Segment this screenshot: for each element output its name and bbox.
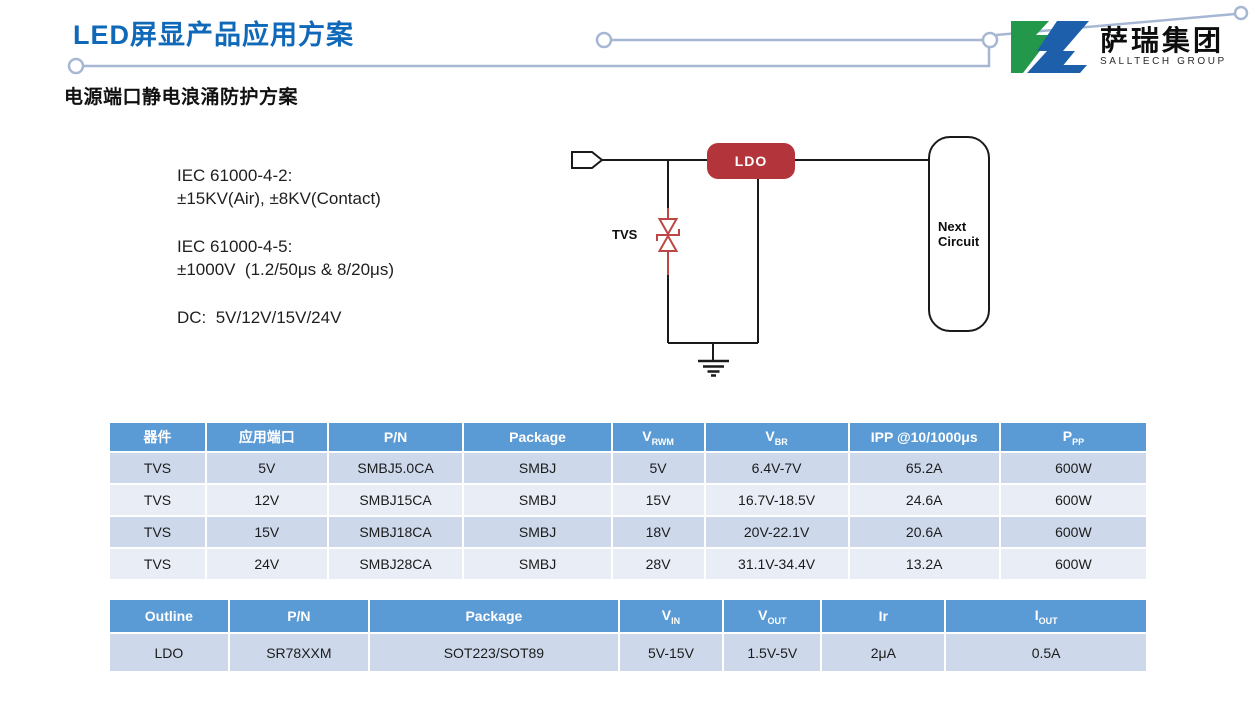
table-cell: 5V <box>612 453 704 483</box>
table-cell: TVS <box>110 517 206 547</box>
column-header: VIN <box>619 600 723 632</box>
logo-company-name-cn: 萨瑞集团 <box>1100 25 1225 56</box>
logo-text: 萨瑞集团 SALLTECH GROUP <box>1100 26 1227 68</box>
table-cell: 6.4V-7V <box>705 453 848 483</box>
column-header: VRWM <box>612 423 704 451</box>
table-cell: 600W <box>1000 549 1146 579</box>
column-header: Outline <box>110 600 228 632</box>
decor-node <box>595 31 613 49</box>
table-cell: 600W <box>1000 453 1146 483</box>
table-cell: 5V <box>207 453 327 483</box>
table-cell: 600W <box>1000 517 1146 547</box>
table-cell: SMBJ15CA <box>328 485 463 515</box>
esd-spec: IEC 61000-4-2: ±15KV(Air), ±8KV(Contact) <box>177 164 394 210</box>
column-header: IOUT <box>946 600 1146 632</box>
column-header: Package <box>464 423 611 451</box>
table-cell: 31.1V-34.4V <box>705 549 848 579</box>
spec-text-block: IEC 61000-4-2:±15KV(Air), ±8KV(Contact) … <box>177 164 394 354</box>
column-header: P/N <box>229 600 368 632</box>
table-cell: 0.5A <box>946 634 1146 671</box>
table-cell: 13.2A <box>849 549 999 579</box>
table-cell: SMBJ18CA <box>328 517 463 547</box>
ldo-block: LDO <box>707 143 795 179</box>
column-header: IPP @10/1000μs <box>849 423 999 451</box>
column-header: 应用端口 <box>207 423 327 451</box>
table-cell: 2μA <box>822 634 945 671</box>
logo-glyph-icon <box>1011 21 1089 73</box>
table-cell: LDO <box>110 634 228 671</box>
table-cell: SOT223/SOT89 <box>369 634 618 671</box>
table-cell: SMBJ <box>464 517 611 547</box>
esd-spec-title: IEC 61000-4-2: <box>177 166 293 185</box>
table-cell: 20.6A <box>849 517 999 547</box>
table-cell: SMBJ28CA <box>328 549 463 579</box>
tvs-label: TVS <box>612 227 638 242</box>
table-cell: TVS <box>110 453 206 483</box>
decor-node <box>1233 5 1249 21</box>
column-header: 器件 <box>110 423 206 451</box>
decor-node <box>67 57 85 75</box>
column-header: Ir <box>822 600 945 632</box>
table-cell: 5V-15V <box>619 634 723 671</box>
table-cell: 15V <box>207 517 327 547</box>
dc-spec: DC: 5V/12V/15V/24V <box>177 306 394 329</box>
table-cell: 15V <box>612 485 704 515</box>
surge-spec-value: ±1000V (1.2/50μs & 8/20μs) <box>177 260 394 279</box>
table-cell: TVS <box>110 485 206 515</box>
table-cell: 1.5V-5V <box>724 634 821 671</box>
table-cell: 12V <box>207 485 327 515</box>
column-header: VOUT <box>724 600 821 632</box>
table-cell: SR78XXM <box>229 634 368 671</box>
surge-spec-title: IEC 61000-4-5: <box>177 237 293 256</box>
logo-company-name-en: SALLTECH GROUP <box>1100 56 1227 67</box>
company-logo: 萨瑞集团 SALLTECH GROUP <box>1011 20 1227 74</box>
table-cell: 65.2A <box>849 453 999 483</box>
column-header: VBR <box>705 423 848 451</box>
table-cell: SMBJ <box>464 485 611 515</box>
table-cell: 18V <box>612 517 704 547</box>
table-cell: SMBJ <box>464 549 611 579</box>
next-circuit-label: Next Circuit <box>938 219 980 249</box>
table-cell: 600W <box>1000 485 1146 515</box>
decor-node <box>981 31 999 49</box>
dc-spec-value: DC: 5V/12V/15V/24V <box>177 308 342 327</box>
table-cell: TVS <box>110 549 206 579</box>
input-connector-icon <box>571 151 604 169</box>
table-cell: SMBJ5.0CA <box>328 453 463 483</box>
surge-spec: IEC 61000-4-5: ±1000V (1.2/50μs & 8/20μs) <box>177 235 394 281</box>
column-header: P/N <box>328 423 463 451</box>
table-cell: SMBJ <box>464 453 611 483</box>
section-title: 电源端口静电浪涌防护方案 <box>64 87 299 108</box>
column-header: PPP <box>1000 423 1146 451</box>
esd-spec-value: ±15KV(Air), ±8KV(Contact) <box>177 189 381 208</box>
table-cell: 20V-22.1V <box>705 517 848 547</box>
next-circuit-block: Next Circuit <box>928 136 990 332</box>
table-cell: 28V <box>612 549 704 579</box>
tvs-diode-icon <box>656 208 680 275</box>
page-title: LED屏显产品应用方案 <box>73 20 354 50</box>
column-header: Package <box>369 600 618 632</box>
table-cell: 16.7V-18.5V <box>705 485 848 515</box>
table-cell: 24V <box>207 549 327 579</box>
ground-icon <box>698 359 729 377</box>
table-cell: 24.6A <box>849 485 999 515</box>
